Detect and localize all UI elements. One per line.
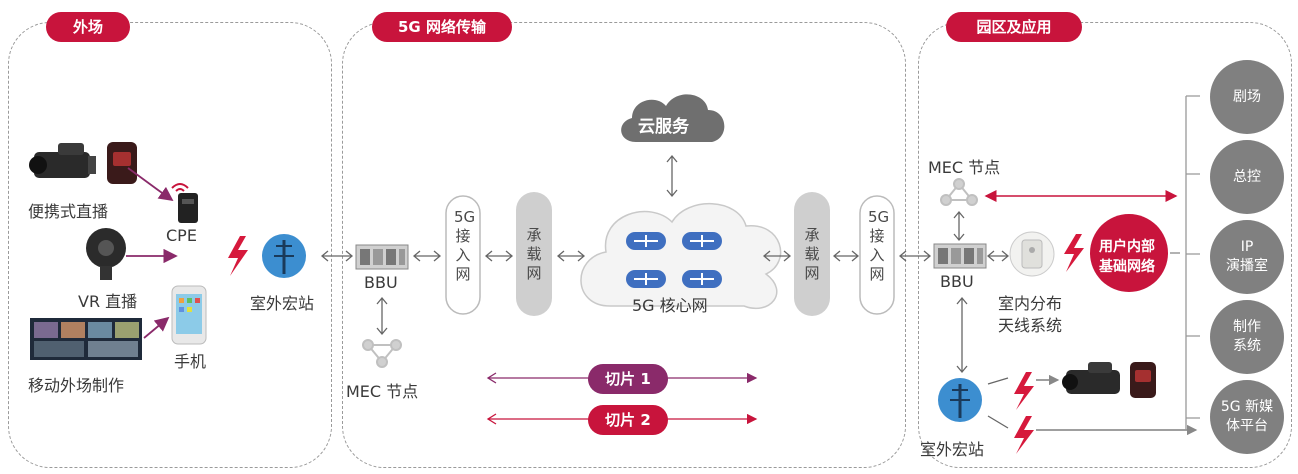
app-new-media-platform: 5G 新媒 体平台 xyxy=(1210,380,1284,454)
label-portable-live: 便携式直播 xyxy=(28,202,109,221)
region-title-campus: 园区及应用 xyxy=(946,12,1082,42)
label-cpe: CPE xyxy=(166,226,197,245)
wireless-signal-icon xyxy=(228,236,248,276)
cloud-service-cloud xyxy=(621,94,725,142)
indoor-antenna-icon xyxy=(1009,231,1055,277)
cpe-router-icon xyxy=(171,183,198,223)
label-phone: 手机 xyxy=(174,352,207,371)
label-cloud-service: 云服务 xyxy=(638,117,689,137)
wireless-signal-icon xyxy=(1014,372,1034,410)
app-production-system-line2: 系统 xyxy=(1233,338,1261,354)
slice-1-badge: 切片 1 xyxy=(588,364,668,394)
user-network-node xyxy=(1090,214,1168,292)
camera-right-icon xyxy=(1062,362,1120,394)
mec-node-right-icon xyxy=(940,178,978,206)
app-new-media-platform-line1: 5G 新媒 xyxy=(1220,399,1274,415)
region-title-network: 5G 网络传输 xyxy=(372,12,512,42)
app-ip-studio-line2: 演播室 xyxy=(1226,258,1268,274)
camera-icon xyxy=(29,143,96,178)
label-mec-right: MEC 节点 xyxy=(928,158,1001,177)
label-mec-left: MEC 节点 xyxy=(346,382,419,401)
label-indoor-line1: 室内分布 xyxy=(998,294,1063,313)
label-vr-live: VR 直播 xyxy=(78,292,138,311)
label-bearer-left: 承载网 xyxy=(526,226,542,282)
app-ip-studio-line1: IP xyxy=(1240,239,1254,255)
label-user-net-line2: 基础网络 xyxy=(1099,259,1155,275)
region-campus xyxy=(918,22,1292,468)
app-theater: 剧场 xyxy=(1210,60,1284,134)
region-title-field: 外场 xyxy=(46,12,130,42)
outdoor-station-icon xyxy=(262,234,306,278)
wireless-signal-icon xyxy=(1064,234,1084,272)
label-bbu-left: BBU xyxy=(364,273,398,292)
backpack-transmitter-right-icon xyxy=(1130,362,1156,398)
mec-node-left-icon xyxy=(362,339,402,368)
wireless-signal-icon xyxy=(1014,416,1034,454)
label-outdoor-station-left: 室外宏站 xyxy=(250,294,315,313)
label-mobile-production: 移动外场制作 xyxy=(28,376,125,395)
app-production-system: 制作 系统 xyxy=(1210,300,1284,374)
app-master-control-label: 总控 xyxy=(1233,168,1261,185)
slice-2-badge: 切片 2 xyxy=(588,405,668,435)
label-bbu-right: BBU xyxy=(940,272,974,291)
label-access-right: 5G接入网 xyxy=(868,208,890,283)
bbu-right-icon xyxy=(933,243,987,269)
app-ip-studio: IP 演播室 xyxy=(1210,220,1284,294)
app-theater-label: 剧场 xyxy=(1233,88,1261,105)
label-access-left: 5G接入网 xyxy=(454,208,476,283)
production-monitors-icon xyxy=(30,318,142,360)
app-master-control: 总控 xyxy=(1210,140,1284,214)
bbu-left-icon xyxy=(355,244,409,270)
label-indoor-line2: 天线系统 xyxy=(998,316,1063,335)
label-user-net-line1: 用户内部 xyxy=(1099,239,1155,255)
label-bearer-right: 承载网 xyxy=(804,226,820,282)
region-network xyxy=(342,22,906,468)
app-new-media-platform-line2: 体平台 xyxy=(1226,418,1268,434)
label-core-network: 5G 核心网 xyxy=(632,296,708,315)
router-icon xyxy=(626,232,722,288)
outdoor-station-right-icon xyxy=(938,378,982,422)
region-field xyxy=(8,22,332,468)
label-outdoor-station-right: 室外宏站 xyxy=(920,440,985,459)
vr-camera-icon xyxy=(86,228,126,280)
phone-icon xyxy=(171,285,207,345)
app-production-system-line1: 制作 xyxy=(1233,319,1261,335)
backpack-transmitter-icon xyxy=(107,142,137,184)
